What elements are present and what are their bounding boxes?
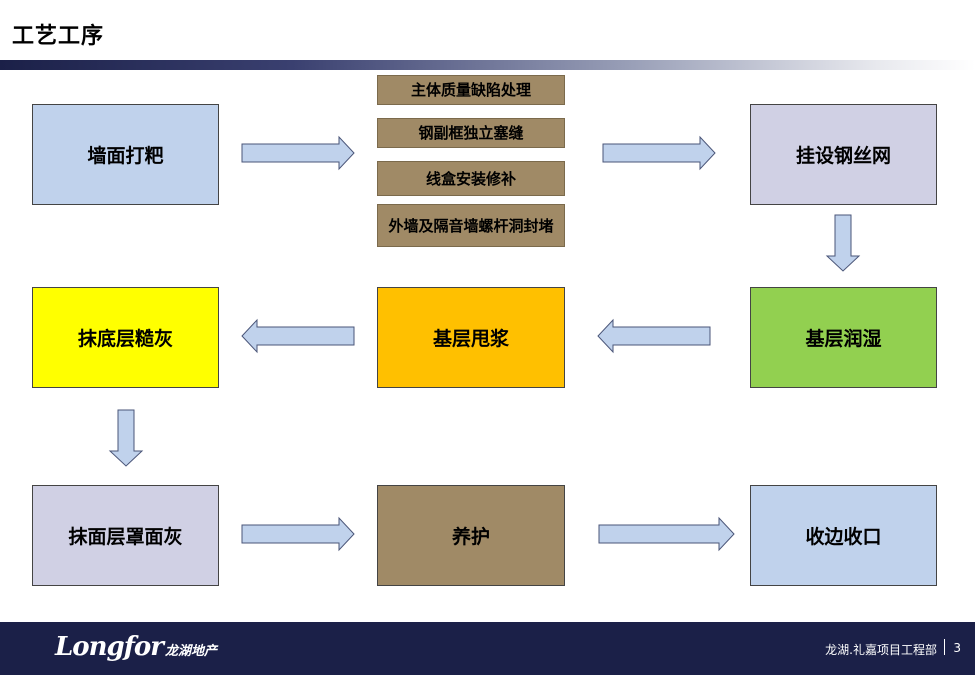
pre-task-quality-defects: 主体质量缺陷处理 [377,75,565,105]
logo-chinese: 龙湖地产 [164,644,217,659]
page-number: 3 [953,641,961,655]
page-title: 工艺工序 [12,23,105,49]
footer-divider [944,639,945,655]
step-label: 养护 [451,526,490,548]
step-base-slurry: 基层甩浆 [377,287,565,388]
step-label: 抹面层罩面灰 [68,526,183,548]
arrow-left-icon [241,318,355,354]
arrow-right-icon [241,516,355,552]
step-wall-roughening: 墙面打粑 [32,104,219,205]
arrow-down-icon [108,409,144,467]
step-label: 墙面打粑 [87,145,164,167]
step-label: 挂设钢丝网 [795,145,891,167]
pre-task-subframe-sealing: 钢副框独立塞缝 [377,118,565,148]
step-base-wetting: 基层润湿 [750,287,937,388]
step-finish-coat: 抹面层罩面灰 [32,485,219,586]
arrow-left-icon [597,318,711,354]
pre-task-bolt-hole-plugging: 外墙及隔音墙螺杆洞封堵 [377,204,565,247]
step-base-coat: 抹底层糙灰 [32,287,219,388]
step-label: 基层润湿 [805,328,882,350]
step-curing: 养护 [377,485,565,586]
step-hang-mesh: 挂设钢丝网 [750,104,937,205]
arrow-down-icon [825,214,861,272]
department-label: 龙湖.礼嘉项目工程部 [825,643,937,657]
arrow-right-icon [602,135,716,171]
title-divider-bar [0,60,975,70]
arrow-right-icon [598,516,735,552]
step-edge-finish: 收边收口 [750,485,937,586]
step-label: 基层甩浆 [432,328,509,350]
logo-wordmark: Longfor [55,632,164,662]
arrow-right-icon [241,135,355,171]
step-label: 抹底层糙灰 [77,328,173,350]
pre-task-junction-box-repair: 线盒安装修补 [377,161,565,196]
step-label: 收边收口 [805,526,882,548]
